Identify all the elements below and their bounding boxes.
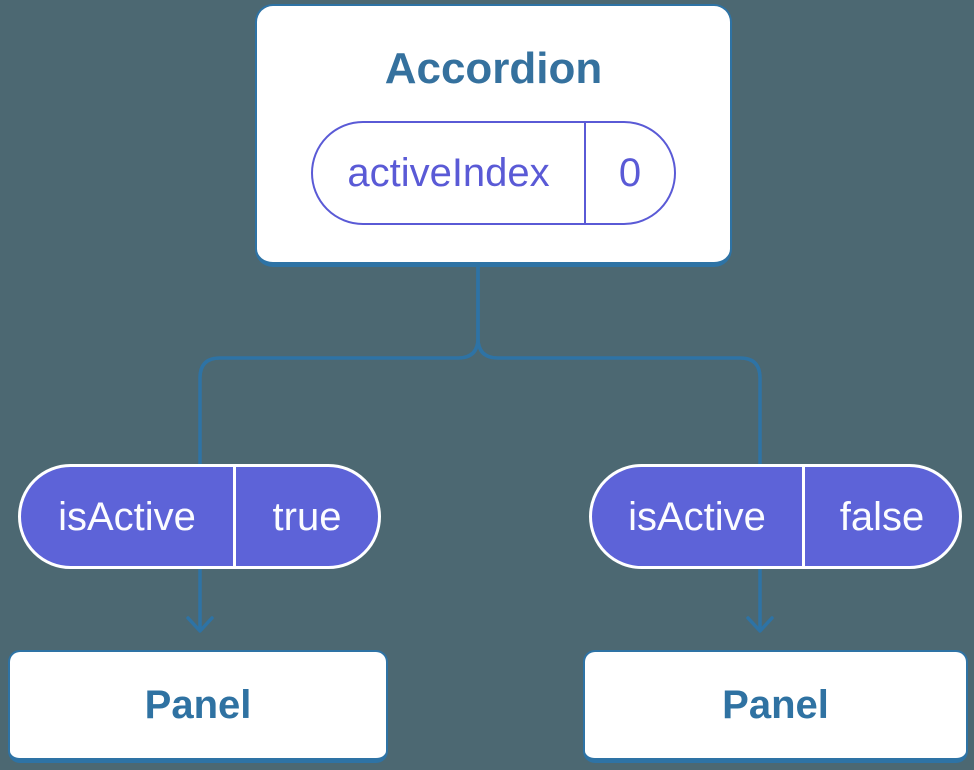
state-pill-activeindex: activeIndex 0: [311, 121, 676, 225]
prop-pill-value: true: [233, 467, 378, 566]
panel-title: Panel: [722, 682, 829, 727]
arrow-down-icon: [186, 616, 214, 633]
prop-pill-value: false: [802, 467, 959, 566]
state-pill-value: 0: [584, 123, 674, 223]
panel-component-box-right: Panel: [583, 650, 968, 763]
connector-left-branch: [198, 256, 480, 631]
state-pill-name: activeIndex: [347, 151, 550, 195]
accordion-component-box: Accordion activeIndex 0: [255, 4, 732, 267]
prop-pill-isactive-true: isActive true: [18, 464, 381, 569]
prop-pill-isactive-false: isActive false: [589, 464, 962, 569]
panel-component-box-left: Panel: [8, 650, 388, 763]
accordion-title: Accordion: [384, 44, 603, 93]
panel-title: Panel: [144, 682, 252, 727]
prop-pill-name: isActive: [628, 494, 766, 539]
prop-pill-name: isActive: [58, 494, 196, 539]
connector-right-branch: [476, 256, 762, 631]
arrow-down-icon: [746, 616, 774, 633]
